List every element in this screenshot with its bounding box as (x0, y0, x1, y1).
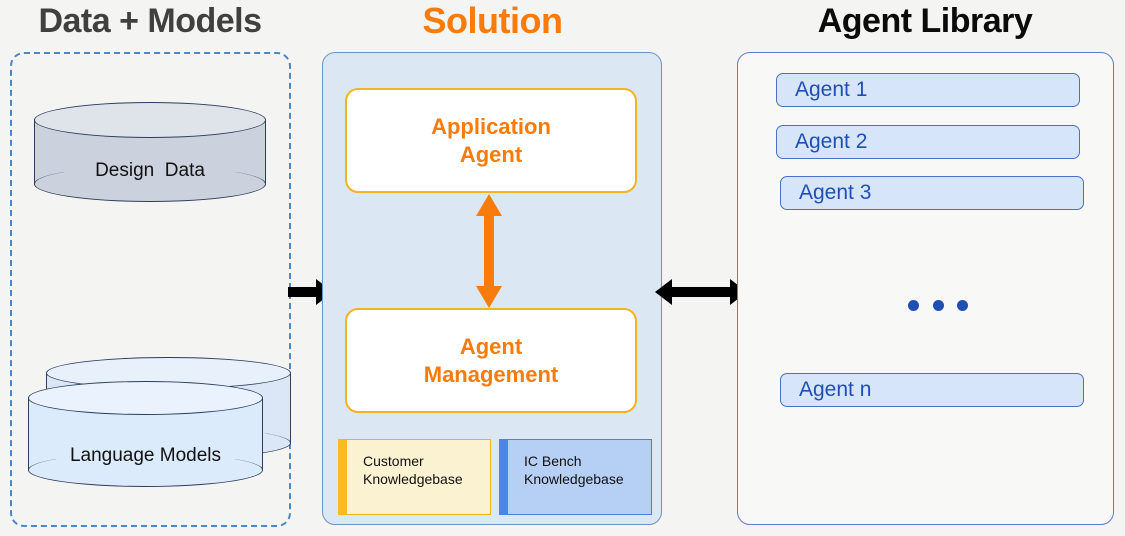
ellipsis-dot (957, 299, 968, 311)
cylinder-front-stack: Language Models (28, 381, 263, 489)
cylinder-bottom-ellipse (34, 166, 266, 202)
cylinder-label: Language Models (69, 445, 222, 466)
cylinder-language-models: Language Models (28, 357, 291, 489)
column-title-solution: Solution (422, 0, 563, 41)
cylinder-top-ellipse (28, 381, 263, 415)
agent-list-item-3[interactable]: Agent 3 (780, 176, 1084, 210)
agent-list-item-1[interactable]: Agent 1 (776, 73, 1080, 107)
cylinder-label: Design Data (95, 160, 205, 181)
box-ic-bench-knowledgebase[interactable]: IC Bench Knowledgebase (499, 439, 652, 515)
arrow-vertical-bidirectional-icon (470, 194, 508, 308)
ellipsis-dot (908, 299, 919, 311)
arrow-solution-to-library-icon (655, 276, 747, 308)
ellipsis-dot (932, 299, 944, 311)
column-title-agent-library: Agent Library (817, 2, 1033, 40)
box-application-agent[interactable]: Application Agent (345, 88, 637, 193)
box-agent-management[interactable]: Agent Management (345, 308, 637, 413)
arrow-data-to-solution-icon (288, 276, 334, 308)
panel-agent-library (737, 52, 1114, 525)
column-title-data-models: Data + Models (38, 2, 262, 40)
cylinder-design-data: Design Data (34, 102, 266, 202)
box-customer-knowledgebase[interactable]: Customer Knowledgebase (338, 439, 491, 515)
cylinder-bottom-ellipse (28, 453, 263, 487)
agent-list-item-2[interactable]: Agent 2 (776, 125, 1080, 159)
ellipsis-icon (908, 296, 968, 314)
cylinder-top-ellipse (34, 102, 266, 138)
agent-list-item-n[interactable]: Agent n (780, 373, 1084, 407)
